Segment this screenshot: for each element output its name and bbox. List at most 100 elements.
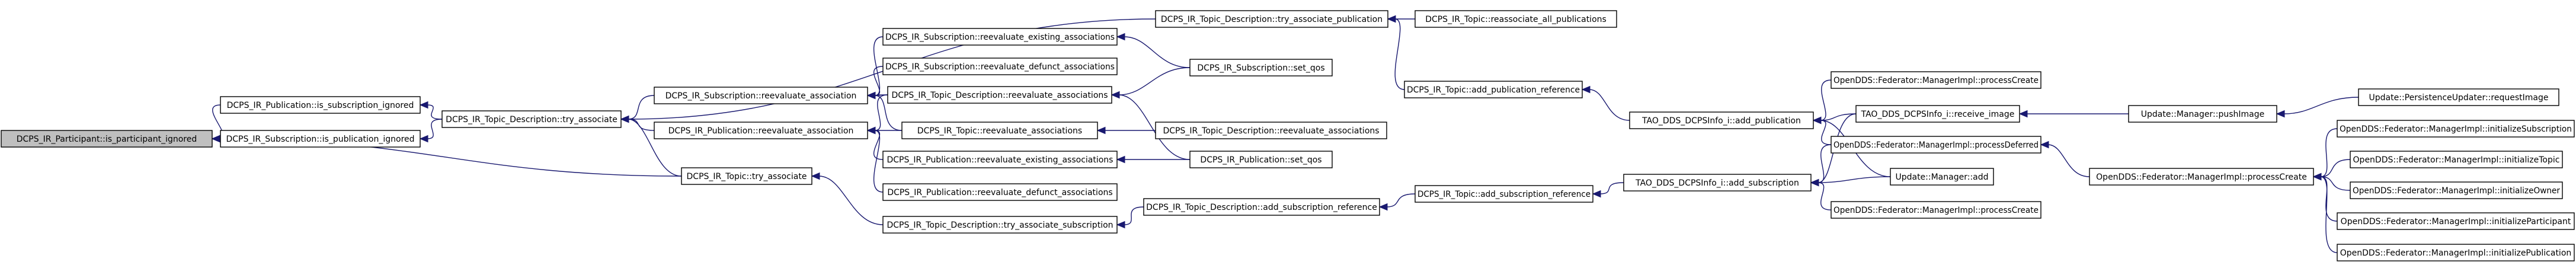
graph-node[interactable]: Update::PersistenceUpdater::requestImage (2358, 88, 2559, 106)
node-box[interactable] (887, 86, 1112, 104)
node-box[interactable] (220, 96, 421, 114)
node-box[interactable] (2089, 168, 2314, 186)
root-node-box[interactable] (1, 130, 213, 148)
node-box[interactable] (901, 122, 1098, 139)
node-box[interactable] (1831, 71, 2041, 89)
graph-node[interactable]: TAO_DDS_DCPSInfo_i::add_publication (1629, 111, 1814, 129)
node-box[interactable] (1143, 198, 1380, 216)
call-edge (874, 94, 888, 131)
node-box[interactable] (2358, 88, 2559, 106)
node-box[interactable] (1415, 10, 1617, 28)
node-box[interactable] (1890, 168, 1994, 186)
graph-node[interactable]: DCPS_IR_Topic_Description::reevaluate_as… (887, 86, 1112, 104)
node-box[interactable] (1629, 111, 1814, 129)
graph-node[interactable]: TAO_DDS_DCPSInfo_i::receive_image (1855, 105, 2020, 123)
graph-node[interactable]: DCPS_IR_Publication::reevaluate_defunct_… (882, 183, 1118, 201)
graph-node[interactable]: OpenDDS::Federator::ManagerImpl::process… (1831, 201, 2041, 219)
node-box[interactable] (1189, 151, 1333, 168)
node-box[interactable] (882, 28, 1118, 46)
node-box[interactable] (654, 87, 868, 104)
graph-node[interactable]: DCPS_IR_Publication::reevaluate_associat… (654, 122, 868, 139)
call-edge (1386, 193, 1416, 208)
node-box[interactable] (882, 58, 1118, 75)
graph-node[interactable]: DCPS_IR_Subscription::set_qos (1189, 59, 1333, 76)
node-box[interactable] (2350, 181, 2563, 199)
graph-node[interactable]: DCPS_IR_Topic_Description::reevaluate_as… (1155, 122, 1387, 139)
edge-arrowhead (1812, 116, 1822, 125)
edge-arrowhead (1116, 33, 1125, 41)
node-label: DCPS_IR_Subscription::reevaluate_associa… (665, 91, 857, 101)
graph-node[interactable]: DCPS_IR_Topic::add_subscription_referenc… (1415, 185, 1593, 203)
edge-arrowhead (1116, 221, 1125, 229)
edge-arrowhead (1592, 190, 1601, 198)
node-box[interactable] (2128, 105, 2277, 123)
node-label: DCPS_IR_Topic::add_publication_reference (1407, 85, 1580, 95)
graph-node[interactable]: DCPS_IR_Subscription::reevaluate_defunct… (882, 58, 1118, 75)
node-box[interactable] (654, 122, 868, 139)
node-box[interactable] (2337, 244, 2575, 261)
node-label: OpenDDS::Federator::ManagerImpl::initial… (2353, 155, 2560, 165)
node-box[interactable] (1831, 201, 2041, 219)
edge-arrowhead (811, 172, 820, 180)
graph-node[interactable]: DCPS_IR_Subscription::reevaluate_associa… (654, 87, 868, 104)
node-box[interactable] (1415, 185, 1593, 203)
graph-node[interactable]: DCPS_IR_Publication::reevaluate_existing… (882, 151, 1118, 168)
node-box[interactable] (1189, 59, 1333, 76)
node-box[interactable] (441, 110, 622, 128)
node-label: DCPS_IR_Publication::is_subscription_ign… (227, 101, 414, 110)
graph-node[interactable]: TAO_DDS_DCPSInfo_i::add_subscription (1623, 174, 1812, 192)
graph-node[interactable]: OpenDDS::Federator::ManagerImpl::initial… (2337, 120, 2575, 138)
edge-arrowhead (620, 115, 629, 123)
node-label: DCPS_IR_Topic::add_subscription_referenc… (1417, 190, 1591, 199)
graph-node[interactable]: Update::Manager::pushImage (2128, 105, 2277, 123)
node-box[interactable] (220, 130, 421, 148)
call-edge (2320, 176, 2338, 253)
graph-node[interactable]: DCPS_IR_Subscription::reevaluate_existin… (882, 28, 1118, 46)
graph-node[interactable]: DCPS_IR_Topic_Description::try_associate… (882, 216, 1118, 234)
graph-node[interactable]: DCPS_IR_Topic::reassociate_all_publicati… (1415, 10, 1617, 28)
nodes-layer: DCPS_IR_Participant::is_participant_igno… (1, 10, 2575, 261)
graph-node[interactable]: DCPS_IR_Topic_Description::try_associate… (1155, 10, 1388, 28)
node-box[interactable] (2337, 212, 2575, 230)
graph-node[interactable]: OpenDDS::Federator::ManagerImpl::process… (1831, 136, 2041, 154)
node-box[interactable] (882, 151, 1118, 168)
edge-arrowhead (1378, 203, 1388, 211)
graph-node[interactable]: DCPS_IR_Topic::add_publication_reference (1404, 81, 1583, 98)
node-box[interactable] (1855, 105, 2020, 123)
node-label: TAO_DDS_DCPSInfo_i::add_publication (1641, 116, 1801, 126)
graph-node[interactable]: Update::Manager::add (1890, 168, 1994, 186)
graph-node[interactable]: DCPS_IR_Publication::is_subscription_ign… (220, 96, 421, 114)
graph-node[interactable]: DCPS_IR_Subscription::is_publication_ign… (220, 130, 421, 148)
graph-node[interactable]: OpenDDS::Federator::ManagerImpl::initial… (2350, 151, 2563, 168)
node-box[interactable] (1831, 136, 2041, 154)
node-label: DCPS_IR_Subscription::reevaluate_defunct… (885, 62, 1115, 72)
graph-node[interactable]: OpenDDS::Federator::ManagerImpl::initial… (2337, 244, 2575, 261)
graph-node[interactable]: OpenDDS::Federator::ManagerImpl::initial… (2350, 181, 2563, 199)
graph-node[interactable]: DCPS_IR_Publication::set_qos (1189, 151, 1333, 168)
graph-node[interactable]: DCPS_IR_Topic_Description::try_associate (441, 110, 622, 128)
node-label: DCPS_IR_Subscription::set_qos (1197, 63, 1324, 73)
node-box[interactable] (1155, 10, 1388, 28)
node-label: DCPS_IR_Topic_Description::reevaluate_as… (891, 91, 1108, 100)
node-box[interactable] (2350, 151, 2563, 168)
node-box[interactable] (2337, 120, 2575, 138)
graph-node[interactable]: OpenDDS::Federator::ManagerImpl::initial… (2337, 212, 2575, 230)
node-box[interactable] (882, 216, 1118, 234)
node-box[interactable] (882, 183, 1118, 201)
node-box[interactable] (1623, 174, 1812, 192)
node-label: OpenDDS::Federator::ManagerImpl::initial… (2341, 217, 2571, 226)
node-label: OpenDDS::Federator::ManagerImpl::initial… (2353, 186, 2560, 196)
edge-arrowhead (866, 91, 876, 100)
graph-node[interactable]: DCPS_IR_Topic::reevaluate_associations (901, 122, 1098, 139)
node-box[interactable] (1404, 81, 1583, 98)
node-box[interactable] (681, 167, 812, 185)
node-box[interactable] (1155, 122, 1387, 139)
node-label: OpenDDS::Federator::ManagerImpl::initial… (2340, 248, 2572, 258)
graph-node[interactable]: DCPS_IR_Topic::try_associate (681, 167, 812, 185)
graph-node[interactable]: DCPS_IR_Participant::is_participant_igno… (1, 130, 213, 148)
node-label: DCPS_IR_Topic::reevaluate_associations (917, 126, 1082, 136)
call-edge (2283, 97, 2359, 114)
graph-node[interactable]: OpenDDS::Federator::ManagerImpl::process… (1831, 71, 2041, 89)
graph-node[interactable]: OpenDDS::Federator::ManagerImpl::process… (2089, 168, 2314, 186)
graph-node[interactable]: DCPS_IR_Topic_Description::add_subscript… (1143, 198, 1380, 216)
